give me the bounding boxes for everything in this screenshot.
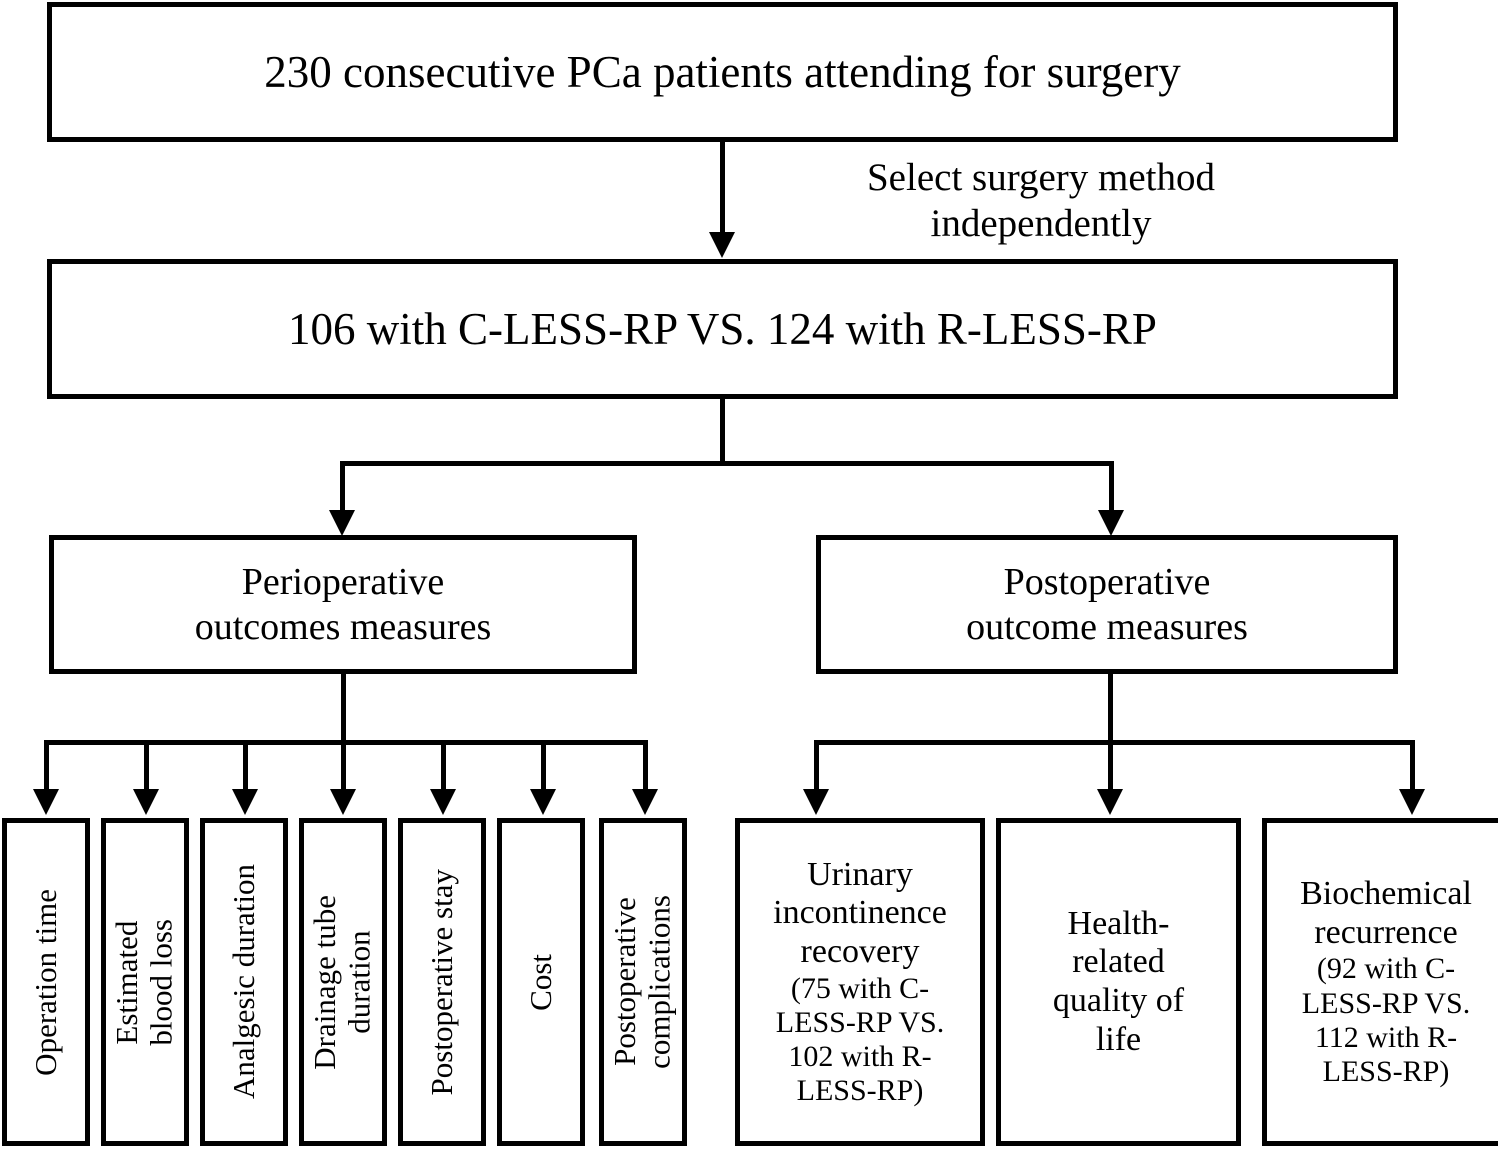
connector-split-bus-top (340, 461, 1114, 466)
leaf-urinary-incontinence-recovery-detail: (75 with C- LESS-RP VS. 102 with R- LESS… (775, 971, 945, 1108)
connector-periop-bus (44, 740, 648, 745)
connector-periop-drop-2 (144, 740, 149, 794)
connector-periop-drop-6 (541, 740, 546, 794)
arrowhead-drainage-tube-duration (330, 789, 356, 815)
leaf-urinary-incontinence-recovery-title: Urinary incontinence recovery (773, 855, 947, 971)
leaf-analgesic-duration-label: Analgesic duration (225, 864, 261, 1100)
node-postoperative-outcomes: Postoperative outcome measures (816, 535, 1398, 674)
leaf-cost-label: Cost (522, 953, 558, 1011)
node-cohort: 230 consecutive PCa patients attending f… (47, 2, 1398, 142)
node-allocation: 106 with C-LESS-RP VS. 124 with R-LESS-R… (47, 259, 1398, 399)
connector-postop-drop-3 (1410, 740, 1415, 794)
arrowhead-perioperative (329, 510, 355, 536)
leaf-health-related-quality-of-life-title: Health- related quality of life (1052, 904, 1185, 1058)
arrowhead-estimated-blood-loss (133, 789, 159, 815)
connector-postop-drop-1 (814, 740, 819, 794)
leaf-estimated-blood-loss: Estimated blood loss (101, 818, 189, 1146)
arrowhead-postoperative-complications (632, 789, 658, 815)
edge-label-select-surgery-method: Select surgery method independently (866, 156, 1216, 246)
node-allocation-label: 106 with C-LESS-RP VS. 124 with R-LESS-R… (288, 303, 1157, 354)
leaf-estimated-blood-loss-label: Estimated blood loss (109, 918, 179, 1046)
connector-periop-drop-5 (441, 740, 446, 794)
leaf-biochemical-recurrence-detail: (92 with C- LESS-RP VS. 112 with R- LESS… (1301, 952, 1471, 1088)
leaf-postoperative-stay: Postoperative stay (398, 818, 486, 1146)
leaf-postoperative-complications-label: Postoperative complications (607, 895, 677, 1069)
arrowhead-cost (530, 789, 556, 815)
leaf-biochemical-recurrence-title: Biochemical recurrence (1300, 874, 1472, 951)
leaf-operation-time-label: Operation time (27, 888, 63, 1076)
connector-split-left-drop (340, 461, 345, 516)
leaf-urinary-incontinence-recovery: Urinary incontinence recovery (75 with C… (735, 818, 985, 1146)
leaf-operation-time: Operation time (2, 818, 90, 1146)
connector-split-right-drop (1109, 461, 1114, 516)
leaf-drainage-tube-duration: Drainage tube duration (299, 818, 387, 1146)
arrowhead-urinary-incontinence-recovery (803, 789, 829, 815)
leaf-health-related-quality-of-life: Health- related quality of life (996, 818, 1241, 1146)
connector-postop-stem (1108, 674, 1113, 744)
node-perioperative-outcomes: Perioperative outcomes measures (49, 535, 637, 674)
connector-periop-drop-4 (341, 740, 346, 794)
connector-periop-stem (341, 674, 346, 744)
node-cohort-label: 230 consecutive PCa patients attending f… (264, 46, 1181, 97)
node-postoperative-label: Postoperative outcome measures (966, 561, 1248, 648)
arrowhead-analgesic-duration (232, 789, 258, 815)
arrowhead-allocation (709, 232, 735, 258)
connector-cohort-to-allocation (720, 142, 725, 234)
connector-periop-drop-1 (44, 740, 49, 794)
arrowhead-biochemical-recurrence (1399, 789, 1425, 815)
node-perioperative-label: Perioperative outcomes measures (194, 561, 492, 648)
leaf-postoperative-complications: Postoperative complications (599, 818, 687, 1146)
connector-allocation-stem (720, 399, 725, 466)
arrowhead-postoperative-stay (430, 789, 456, 815)
leaf-analgesic-duration: Analgesic duration (200, 818, 288, 1146)
leaf-postoperative-stay-label: Postoperative stay (423, 868, 459, 1096)
connector-periop-drop-7 (643, 740, 648, 794)
connector-postop-drop-2 (1108, 740, 1113, 794)
connector-postop-bus (814, 740, 1415, 745)
leaf-cost: Cost (497, 818, 585, 1146)
arrowhead-operation-time (33, 789, 59, 815)
arrowhead-health-related-quality-of-life (1097, 789, 1123, 815)
leaf-drainage-tube-duration-label: Drainage tube duration (307, 894, 377, 1070)
arrowhead-postoperative (1098, 510, 1124, 536)
leaf-biochemical-recurrence: Biochemical recurrence (92 with C- LESS-… (1262, 818, 1498, 1146)
connector-periop-drop-3 (243, 740, 248, 794)
